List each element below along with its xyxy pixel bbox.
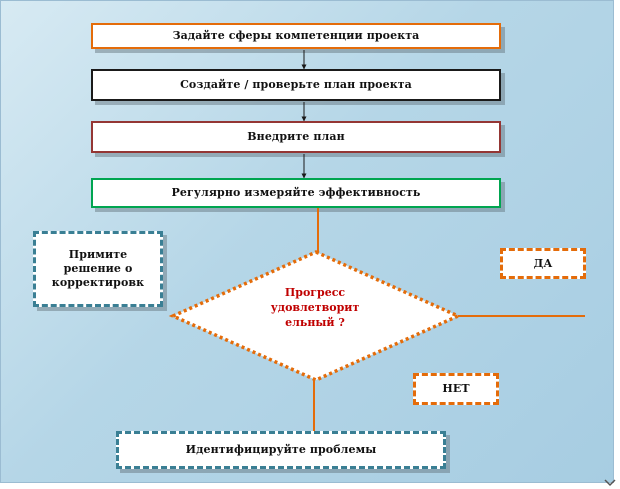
label-no: НЕТ: [413, 373, 499, 405]
step-define-scope-label: Задайте сферы компетенции проекта: [172, 29, 420, 43]
label-no-text: НЕТ: [442, 382, 470, 396]
step-correction-decision: Примите решение о корректировк: [33, 231, 163, 307]
step-implement-plan: Внедрите план: [91, 121, 501, 153]
step-create-plan: Создайте / проверьте план проекта: [91, 69, 501, 101]
step-correction-decision-label: Примите решение о корректировк: [51, 248, 145, 289]
step-implement-plan-label: Внедрите план: [247, 130, 345, 144]
chevron-down-icon: [604, 479, 616, 487]
decision-question: Прогресс удовлетворит ельный ?: [270, 286, 360, 329]
step-measure-performance: Регулярно измеряйте эффективность: [91, 178, 501, 208]
step-identify-problems: Идентифицируйте проблемы: [116, 431, 446, 469]
step-measure-performance-label: Регулярно измеряйте эффективность: [171, 186, 421, 200]
step-identify-problems-label: Идентифицируйте проблемы: [185, 443, 377, 457]
step-create-plan-label: Создайте / проверьте план проекта: [180, 78, 412, 92]
label-yes-text: ДА: [533, 256, 553, 270]
decision-diamond: [168, 250, 463, 382]
step-define-scope: Задайте сферы компетенции проекта: [91, 23, 501, 49]
label-yes: ДА: [500, 248, 586, 279]
